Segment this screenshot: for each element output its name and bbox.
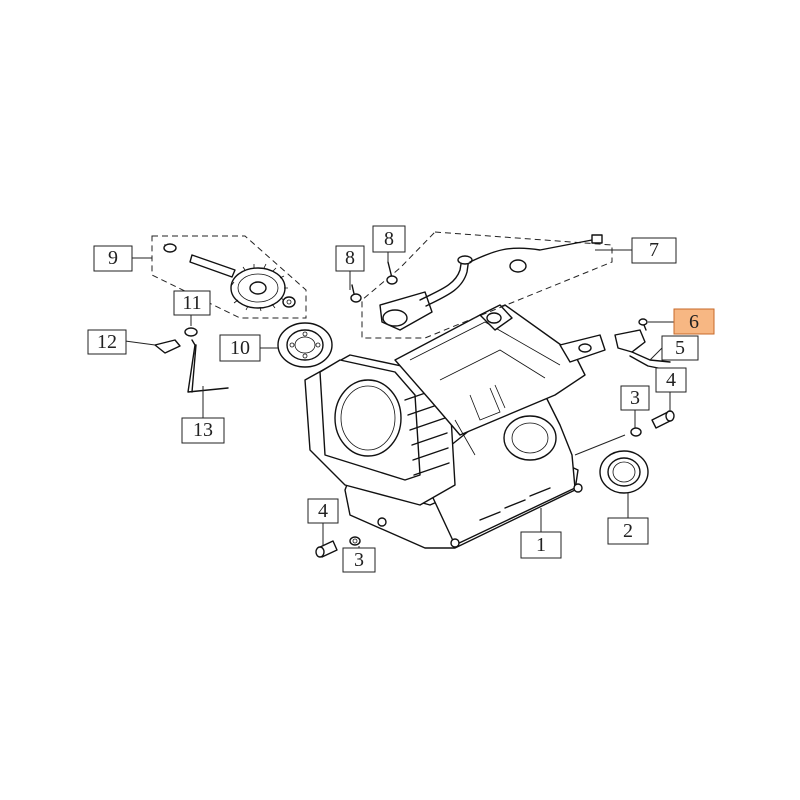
oil-sensor-assembly-drawing	[350, 231, 613, 339]
callout-13[interactable]: 13	[181, 417, 225, 444]
callout-4-right-label: 4	[666, 369, 676, 391]
sensor-bracket-drawing	[614, 318, 671, 371]
callout-5-label: 5	[675, 337, 685, 359]
callout-8-left-label: 8	[345, 247, 355, 269]
leader-lines	[124, 249, 674, 548]
bolt-and-washer-left-drawing	[315, 536, 361, 558]
callout-5[interactable]: 5	[661, 335, 699, 361]
bolt-and-washer-right-drawing	[630, 410, 675, 437]
callout-9-label: 9	[108, 247, 118, 269]
callout-8-left[interactable]: 8	[335, 245, 365, 272]
callout-11-label: 11	[182, 292, 201, 314]
callout-3-left[interactable]: 3	[342, 547, 376, 573]
callout-7[interactable]: 7	[631, 237, 677, 264]
callout-4-left-label: 4	[318, 500, 328, 522]
oil-seal-drawing	[599, 450, 649, 494]
callout-13-label: 13	[193, 419, 213, 441]
callout-3-right[interactable]: 3	[620, 385, 650, 411]
callout-3-left-label: 3	[354, 549, 364, 571]
callout-10-label: 10	[230, 337, 250, 359]
callout-10[interactable]: 10	[219, 334, 261, 362]
callout-6-highlighted[interactable]: 6	[673, 308, 715, 335]
callout-12-label: 12	[97, 331, 117, 353]
callout-12[interactable]: 12	[87, 329, 127, 355]
callout-2-label: 2	[623, 520, 633, 542]
callout-9[interactable]: 9	[93, 245, 133, 272]
callout-3-right-label: 3	[630, 387, 640, 409]
callout-1[interactable]: 1	[520, 531, 562, 559]
crankcase-drawing	[304, 304, 606, 549]
callout-4-right[interactable]: 4	[655, 367, 687, 393]
callout-6-label: 6	[689, 311, 699, 333]
callout-11[interactable]: 11	[173, 290, 211, 316]
bearing-drawing	[277, 322, 333, 368]
callout-4-left[interactable]: 4	[307, 498, 339, 524]
callout-8-right-label: 8	[384, 228, 394, 250]
governor-lever-drawing	[154, 327, 229, 393]
callout-2[interactable]: 2	[607, 517, 649, 545]
callout-8-right[interactable]: 8	[372, 225, 406, 253]
callout-1-label: 1	[536, 534, 546, 556]
callout-7-label: 7	[649, 239, 659, 261]
governor-assembly-drawing	[151, 235, 307, 319]
